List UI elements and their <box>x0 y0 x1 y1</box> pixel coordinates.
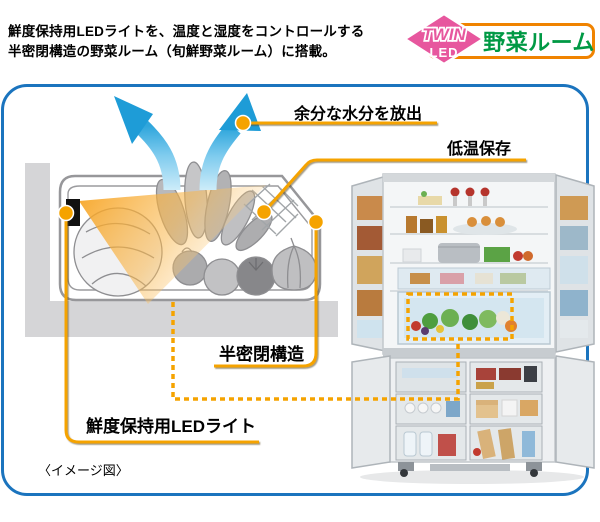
dot-lowtemp <box>255 203 273 221</box>
header-line-2: 半密閉構造の野菜ルーム（旬鮮野菜ルーム）に搭載。 <box>8 44 336 59</box>
dot-semiclosed <box>307 213 325 231</box>
callout-line-lowtemp <box>262 158 526 213</box>
callout-label-led: 鮮度保持用LEDライト <box>86 417 256 436</box>
floor-shape <box>25 301 338 337</box>
callout-lines <box>64 121 526 444</box>
dashed-connector-path <box>171 302 460 401</box>
bottom-left-door <box>351 355 391 469</box>
dot-moisture <box>234 114 252 132</box>
callout-label-moisture: 余分な水分を放出 <box>294 106 423 123</box>
vegetable-drawer-diagram <box>25 93 338 337</box>
callout-line-semiclosed <box>214 228 318 368</box>
callout-dots <box>57 114 325 231</box>
badge-led-text: LED <box>430 45 459 60</box>
header-line-1: 鮮度保持用LEDライトを、温度と湿度をコントロールする <box>8 24 365 39</box>
fridge-food-items <box>397 187 551 290</box>
left-door-bins <box>357 196 385 338</box>
bottom-right-door <box>555 355 595 469</box>
callout-label-semiclosed: 半密閉構造 <box>219 345 304 364</box>
twin-led-diamond-icon <box>402 12 486 66</box>
badge-room-label: 野菜ルーム <box>483 30 595 55</box>
header-text: 鮮度保持用LEDライトを、温度と湿度をコントロールする 半密閉構造の野菜ルーム（… <box>8 22 364 62</box>
veg-room-highlight <box>406 292 514 341</box>
fridge-feet <box>398 462 542 477</box>
dot-led <box>57 204 75 222</box>
arrowhead-left <box>114 96 153 144</box>
callout-line-led <box>64 220 259 444</box>
badge-twin-text: TWIN <box>422 25 466 44</box>
callout-label-lowtemp: 低温保存 <box>447 141 512 158</box>
dashed-connectors <box>171 292 514 401</box>
refrigerator-photo <box>351 173 595 484</box>
twin-led-badge: TWIN LED <box>402 12 486 66</box>
led-glow-cone <box>79 185 266 304</box>
right-door-bins <box>560 196 588 338</box>
vegetable-room-drawer <box>397 291 551 345</box>
image-caption: 〈イメージ図〉 <box>38 463 129 478</box>
